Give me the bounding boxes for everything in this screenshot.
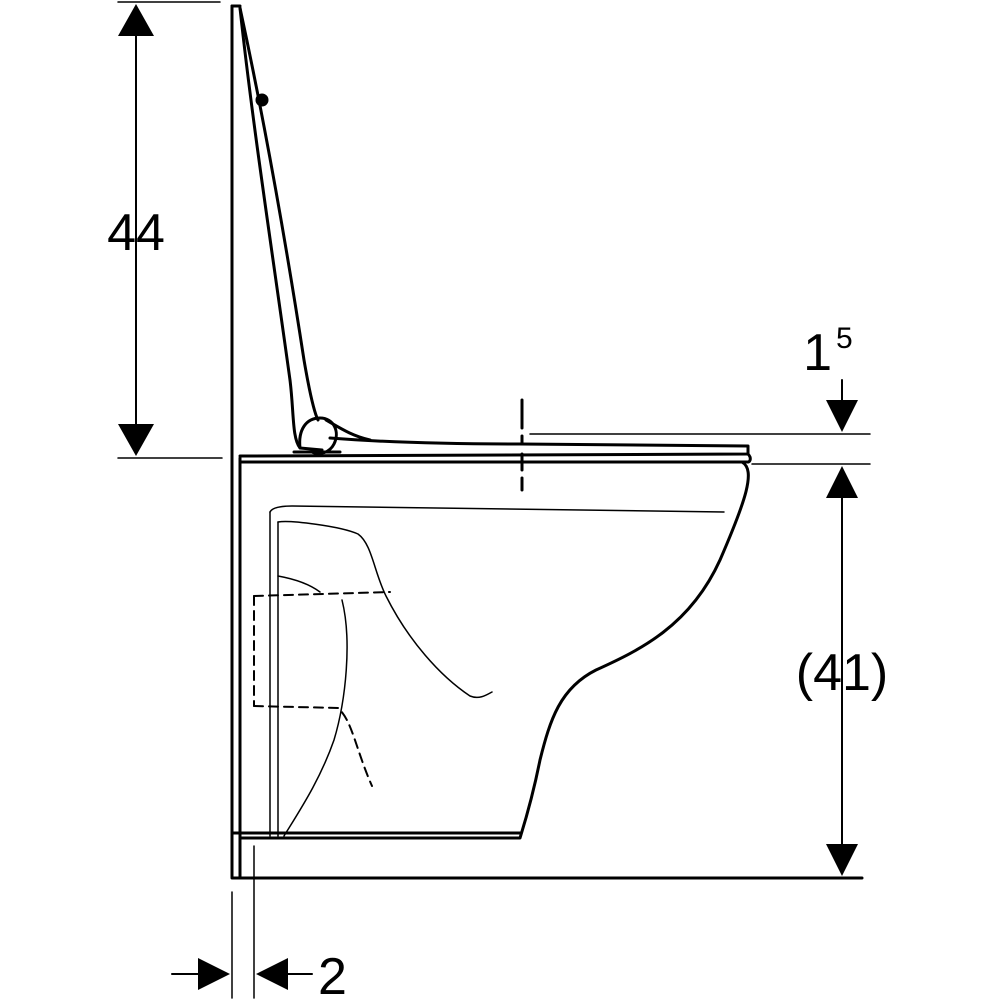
dimension-1-5-label: 1: [803, 324, 832, 382]
bowl-outlet-inner: [277, 575, 348, 837]
dimension-41-label: (41): [796, 644, 888, 702]
dim-arrow-15-down: [826, 400, 858, 432]
mounting-wall: [230, 4, 864, 880]
dimension-44-label: 44: [107, 204, 165, 262]
waste-pipe-hidden: [253, 591, 391, 787]
seat-hinge: [292, 416, 372, 456]
toilet-bowl: [238, 460, 750, 840]
toilet-lid-raised: [238, 6, 324, 452]
dim-arrow-2-right: [256, 958, 288, 990]
dimension-1-5-superscript: 5: [836, 322, 853, 355]
dim-arrow-44-top: [118, 4, 154, 36]
bowl-inner-rim: [269, 505, 725, 837]
dim-arrow-41-top: [826, 466, 858, 498]
dim-arrow-2-left: [198, 958, 230, 990]
dimension-extension-lines: [117, 1, 871, 999]
dimension-2-label: 2: [318, 948, 347, 1000]
dim-arrow-44-bottom: [118, 424, 154, 456]
dim-arrow-41-bottom: [826, 844, 858, 876]
dimension-lines: [135, 19, 843, 975]
